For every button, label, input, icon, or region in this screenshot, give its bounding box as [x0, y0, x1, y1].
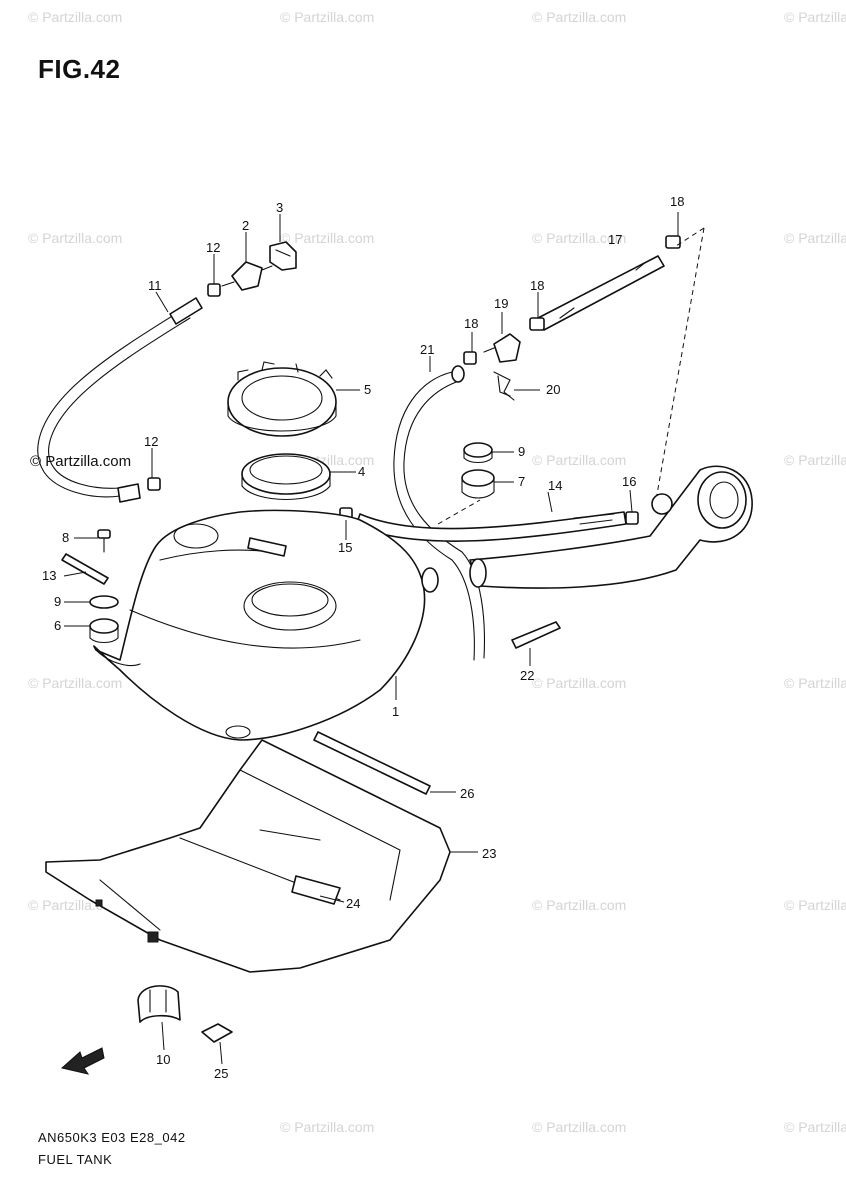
alignment-line [675, 227, 705, 247]
part-25-pad [201, 1023, 233, 1043]
callout-3: 3 [276, 200, 283, 215]
part-4-gasket [241, 453, 331, 500]
part-21-hose [393, 365, 485, 661]
callout-18-low: 18 [464, 316, 478, 331]
part-9-washer [463, 442, 493, 464]
watermark: © Partzilla.com [784, 9, 846, 25]
callout-16: 16 [622, 474, 636, 489]
filler-neck [469, 465, 753, 589]
watermark: © Partzilla.com [532, 230, 626, 246]
part-2-valve [221, 261, 273, 291]
part-10-clamp [137, 985, 181, 1023]
part-5-lock-ring [227, 361, 337, 437]
part-11-hose [37, 297, 203, 503]
watermark: © Partzilla.com [28, 9, 122, 25]
watermark: © Partzilla.com [532, 9, 626, 25]
callout-14: 14 [548, 478, 562, 493]
figure-subtitle: FUEL TANK [38, 1152, 113, 1167]
figure-title: FIG.42 [38, 54, 121, 84]
alignment-line [655, 227, 705, 501]
callout-24: 24 [346, 896, 360, 911]
callout-2: 2 [242, 218, 249, 233]
callout-21: 21 [420, 342, 434, 357]
part-13-bracket [61, 553, 109, 585]
part-16-clip [625, 511, 639, 525]
part-9-washer [89, 595, 119, 609]
part-8-bolt [97, 529, 111, 553]
callout-9-left: 9 [54, 594, 61, 609]
callout-23: 23 [482, 846, 496, 861]
callout-19: 19 [494, 296, 508, 311]
figure-code: AN650K3 E03 E28_042 [38, 1130, 186, 1145]
part-6-cushion [89, 618, 119, 644]
part-1-fuel-tank [93, 509, 439, 741]
callout-17: 17 [608, 232, 622, 247]
watermark: © Partzilla.com [280, 1119, 374, 1135]
part-22-bracket [511, 621, 561, 649]
part-3-cap [269, 241, 297, 271]
part-19-valve [483, 333, 521, 363]
watermark: © Partzilla.com [28, 230, 122, 246]
part-26-strip [313, 731, 431, 795]
callout-22: 22 [520, 668, 534, 683]
watermark: © Partzilla.com [280, 9, 374, 25]
callout-25: 25 [214, 1066, 228, 1081]
part-23-tray [45, 739, 451, 973]
callout-7: 7 [518, 474, 525, 489]
callout-15: 15 [338, 540, 352, 555]
callout-8: 8 [62, 530, 69, 545]
part-17-hose [537, 255, 665, 331]
callout-9: 9 [518, 444, 525, 459]
callout-5: 5 [364, 382, 371, 397]
watermark: © Partzilla.com [532, 897, 626, 913]
front-arrow-icon [60, 1047, 105, 1075]
part-14-hose [355, 511, 627, 542]
part-7-cushion [461, 469, 495, 499]
callout-18-mid: 18 [530, 278, 544, 293]
watermark: © Partzilla.com [532, 452, 626, 468]
leader-lines [63, 212, 679, 1065]
watermark: © Partzilla.com [532, 1119, 626, 1135]
callout-6: 6 [54, 618, 61, 633]
watermark: © Partzilla.com [784, 897, 846, 913]
watermark: © Partzilla.com [784, 675, 846, 691]
callout-18: 18 [670, 194, 684, 209]
alignment-line [437, 499, 481, 525]
watermark: © Partzilla.com [532, 675, 626, 691]
part-12-clip [147, 283, 221, 491]
callout-20: 20 [546, 382, 560, 397]
callout-13: 13 [42, 568, 56, 583]
callout-1: 1 [392, 704, 399, 719]
callout-12: 12 [206, 240, 220, 255]
watermark-prominent: © Partzilla.com [30, 453, 131, 470]
callout-10: 10 [156, 1052, 170, 1067]
watermark: © Partzilla.com [28, 675, 122, 691]
callout-labels: 1 2 3 4 5 6 7 8 9 9 10 11 12 12 13 14 15… [42, 194, 684, 1081]
part-20-holder [493, 371, 515, 401]
callout-4: 4 [358, 464, 365, 479]
watermark: © Partzilla.com [784, 452, 846, 468]
watermark: © Partzilla.com [784, 230, 846, 246]
part-18-clip [463, 235, 681, 365]
callout-12-lower: 12 [144, 434, 158, 449]
watermark: © Partzilla.com [784, 1119, 846, 1135]
watermark: © Partzilla.com [280, 230, 374, 246]
callout-11: 11 [148, 278, 162, 293]
callout-26: 26 [460, 786, 474, 801]
